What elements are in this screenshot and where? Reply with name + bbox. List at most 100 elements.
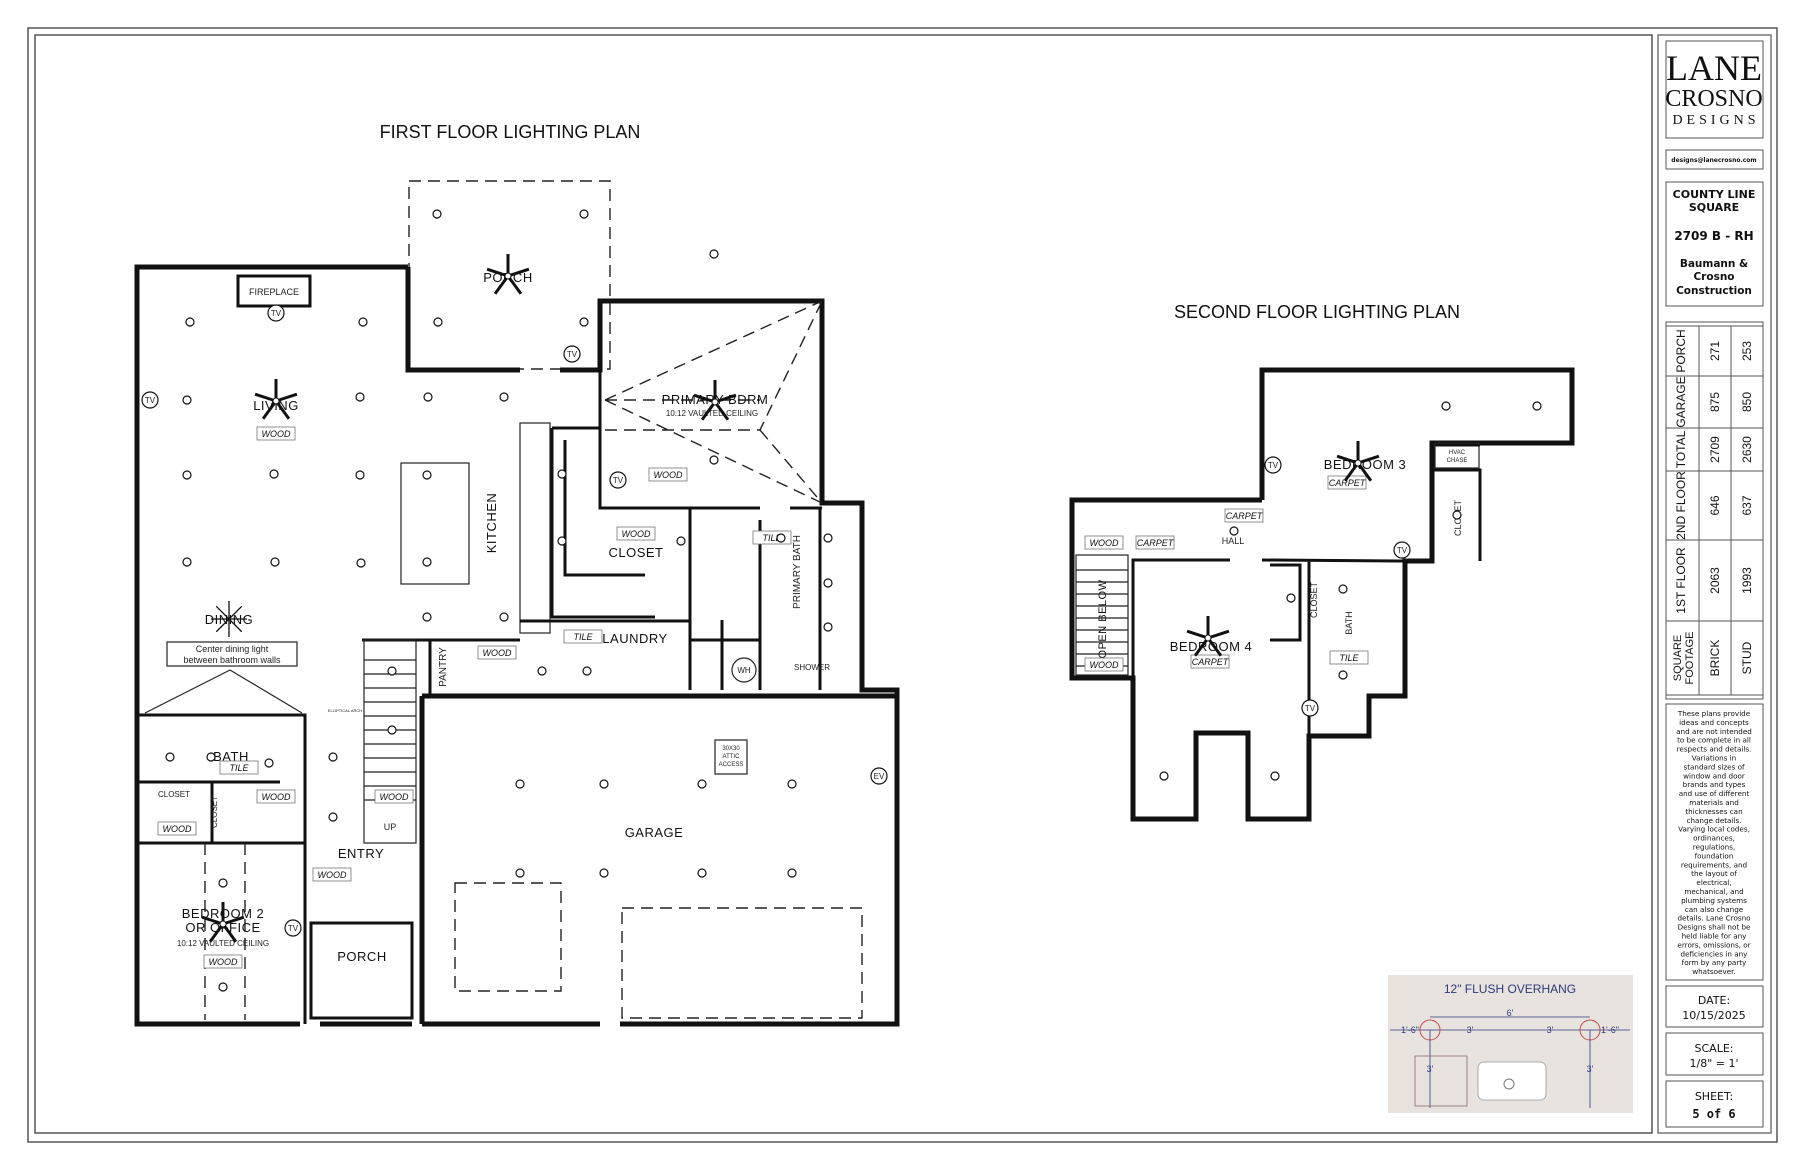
ceiling-light-icon bbox=[1338, 584, 1348, 594]
sheet-number: 5 of 6 bbox=[1692, 1107, 1735, 1121]
room-label-living: LIVING bbox=[253, 398, 299, 413]
stair-treads-2f bbox=[1076, 569, 1128, 667]
sqft-brick: 271 bbox=[1708, 341, 1722, 361]
ceiling-light-icon bbox=[387, 666, 397, 676]
ceiling-light-icon bbox=[328, 812, 338, 822]
overhang-detail: 12" FLUSH OVERHANG 6' 1'-6" 3' 3' 1'-6" … bbox=[1388, 975, 1633, 1113]
tv-label: TV bbox=[613, 476, 624, 485]
disclaimer-line: Varying local codes, bbox=[1678, 825, 1750, 834]
floor-tag-box bbox=[563, 629, 603, 644]
elliptical-arch-label: ELLIPTICAL ARCH bbox=[328, 708, 362, 713]
sqft-brick: 646 bbox=[1708, 495, 1722, 515]
date-label: DATE: bbox=[1698, 994, 1730, 1007]
disclaimer-line: respects and details. bbox=[1677, 745, 1752, 754]
floor-tag-box bbox=[312, 867, 352, 882]
room-label-entry: ENTRY bbox=[338, 846, 384, 861]
builder-line2: Crosno bbox=[1693, 271, 1734, 283]
ceiling-light-icon bbox=[557, 469, 567, 479]
exterior-walls bbox=[134, 264, 900, 1027]
floor-tag-box bbox=[1329, 650, 1369, 665]
floor-tag-box bbox=[256, 789, 296, 804]
room-label-pantry: PANTRY bbox=[438, 647, 449, 687]
ceiling-light-icon bbox=[1229, 526, 1239, 536]
sqft-label: PORCH bbox=[1674, 329, 1688, 372]
ceiling-light-icon bbox=[206, 752, 216, 762]
ceiling-light-icon bbox=[218, 878, 228, 888]
tv-label: TV bbox=[1305, 704, 1316, 713]
title-block: LANE CROSNO DESIGNS designs@lanecrosno.c… bbox=[1657, 34, 1772, 1134]
ceiling-light-icon bbox=[182, 470, 192, 480]
disclaimer-line: standard sizes of bbox=[1683, 762, 1745, 771]
west-wing-walls bbox=[137, 713, 307, 1024]
tv-outlet-icon bbox=[1301, 699, 1319, 717]
scale: 1/8" = 1' bbox=[1690, 1057, 1739, 1070]
stair-up-label: UP bbox=[384, 822, 397, 832]
ceiling-light-icon bbox=[422, 612, 432, 622]
floor-tag: WOOD bbox=[318, 870, 347, 880]
scale-label: SCALE: bbox=[1695, 1042, 1734, 1055]
floor-tag: CARPET bbox=[1192, 657, 1230, 667]
disclaimer-line: held liable for any bbox=[1682, 932, 1748, 941]
ceiling-light-icon bbox=[499, 392, 509, 402]
ceiling-light-icon bbox=[355, 470, 365, 480]
sqft-label: 1ST FLOOR bbox=[1674, 547, 1688, 614]
project-line2: SQUARE bbox=[1689, 201, 1739, 214]
second-floor-labels: BEDROOM 3 HVAC CHASE CLOSET HALL OPEN BE… bbox=[1097, 450, 1467, 658]
chandelier-icon bbox=[211, 601, 247, 637]
hvac-2: CHASE bbox=[1447, 458, 1468, 464]
ceiling-light-icon bbox=[579, 317, 589, 327]
hvac-chase bbox=[1434, 442, 1480, 469]
ceiling-light-icon bbox=[358, 317, 368, 327]
disclaimer-line: can also change bbox=[1685, 905, 1744, 914]
sqft-brick: 2709 bbox=[1708, 436, 1722, 463]
disclaimer-line: the layout of bbox=[1691, 869, 1737, 878]
room-label-bath: BATH bbox=[213, 749, 249, 764]
dining-gable bbox=[144, 669, 303, 714]
ceiling-light-icon bbox=[423, 392, 433, 402]
floor-tag-box bbox=[1084, 535, 1124, 550]
ceiling-light-icon bbox=[537, 666, 547, 676]
second-floor-exterior-walls bbox=[1069, 367, 1575, 822]
floor-tag-box bbox=[477, 645, 517, 660]
stair-treads bbox=[364, 659, 416, 801]
project-line1: COUNTY LINE bbox=[1673, 188, 1756, 201]
room-label-bedroom2-alt: OR OFFICE bbox=[185, 920, 260, 935]
tv-label: TV bbox=[145, 396, 156, 405]
fireplace-label: FIREPLACE bbox=[249, 287, 299, 297]
ceiling-light-icon bbox=[185, 317, 195, 327]
tv-label: TV bbox=[271, 309, 282, 318]
sqft-stud: 850 bbox=[1740, 392, 1754, 412]
tv-outlet-icon bbox=[1264, 456, 1282, 474]
floor-tag: WOOD bbox=[380, 792, 409, 802]
ceiling-light-icon bbox=[264, 758, 274, 768]
second-floor-plan bbox=[1069, 367, 1575, 822]
floor-tag-box bbox=[648, 467, 688, 482]
dishwasher bbox=[1414, 1055, 1468, 1107]
logo-line2: CROSNO bbox=[1665, 86, 1762, 112]
attic-access bbox=[714, 739, 748, 775]
disclaimer-line: deficiencies in any bbox=[1681, 949, 1749, 958]
plan-number: 2709 B - RH bbox=[1674, 229, 1753, 243]
disclaimer-line: window and door bbox=[1683, 771, 1745, 780]
ceiling-light-icon bbox=[270, 557, 280, 567]
ceiling-light-icon bbox=[355, 392, 365, 402]
primary-bedroom-walls bbox=[598, 370, 822, 510]
sink-icon bbox=[1477, 1061, 1547, 1101]
ceiling-fans bbox=[201, 254, 1380, 943]
disclaimer-line: whatsoever. bbox=[1692, 967, 1735, 976]
sqft-label: 2ND FLOOR bbox=[1674, 471, 1688, 540]
first-floor-labels: LIVING PORCH KITCHEN DINING Center dinin… bbox=[158, 270, 888, 964]
room-label-laundry: LAUNDRY bbox=[602, 631, 667, 646]
ceiling-light-icon bbox=[823, 578, 833, 588]
sqft-stud: 1993 bbox=[1740, 567, 1754, 594]
email: designs@lanecrosno.com bbox=[1671, 157, 1756, 164]
tv-label: TV bbox=[1397, 546, 1408, 555]
kitchen-cabinets bbox=[519, 422, 551, 634]
floor-tag: CARPET bbox=[1329, 478, 1367, 488]
floor-tag: WOOD bbox=[483, 648, 512, 658]
dim-right-edge: 1'-6" bbox=[1601, 1025, 1619, 1035]
disclaimer-line: Designs shall not be bbox=[1678, 923, 1751, 932]
